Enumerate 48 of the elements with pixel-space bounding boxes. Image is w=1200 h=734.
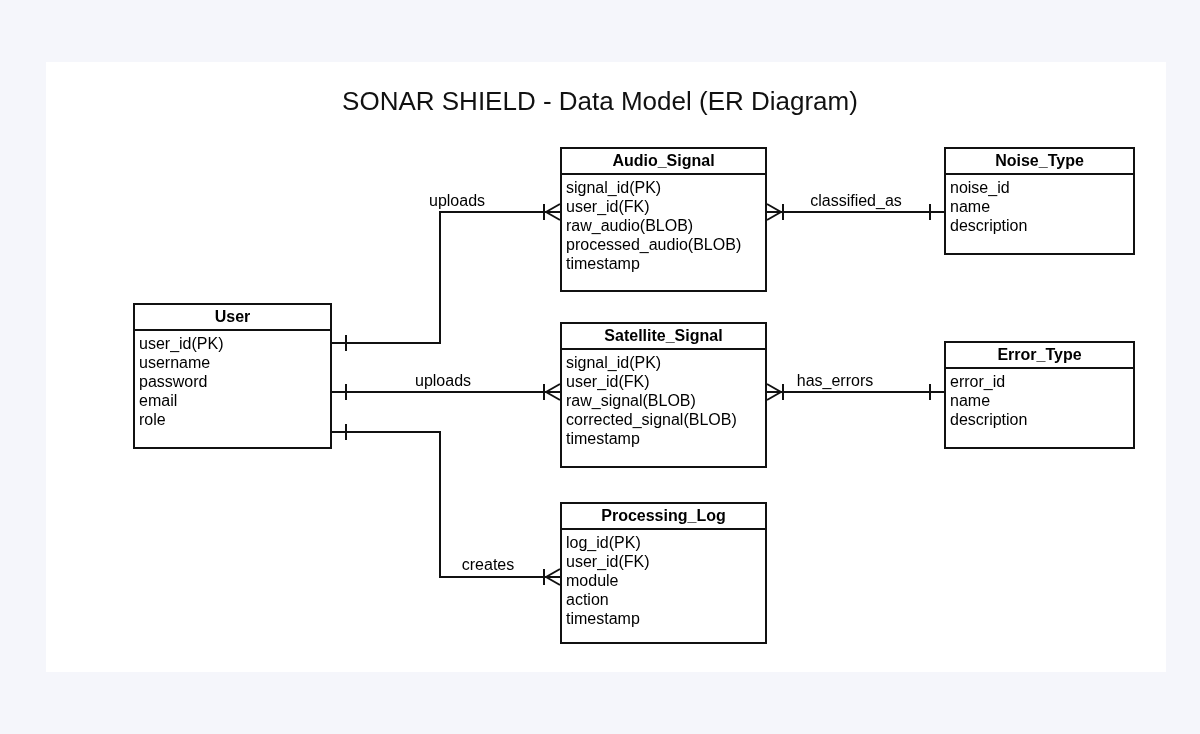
attribute-field: description	[946, 410, 1133, 429]
attribute-field: user_id(PK)	[135, 334, 330, 353]
attribute-field: name	[946, 197, 1133, 216]
attribute-field: password	[135, 372, 330, 391]
attribute-field: corrected_signal(BLOB)	[562, 410, 765, 429]
relationship-line	[766, 203, 945, 221]
attribute-field: noise_id	[946, 178, 1133, 197]
diagram-title: SONAR SHIELD - Data Model (ER Diagram)	[341, 86, 859, 117]
attribute-field: raw_signal(BLOB)	[562, 391, 765, 410]
relationship-line	[331, 203, 561, 352]
entity-table	[560, 147, 767, 292]
attribute-field: raw_audio(BLOB)	[562, 216, 765, 235]
relationship-line	[331, 423, 561, 586]
edge-label: classified_as	[808, 192, 904, 210]
entity-table	[560, 322, 767, 468]
entity-name: Satellite_Signal	[562, 324, 765, 350]
entity-table	[944, 147, 1135, 255]
entity-table	[133, 303, 332, 449]
edge-label: uploads	[427, 192, 487, 210]
entity-name: Processing_Log	[562, 504, 765, 530]
attribute-field: user_id(FK)	[562, 372, 765, 391]
relationship-line	[766, 383, 945, 401]
attribute-field: timestamp	[562, 609, 765, 628]
relationship-line	[331, 383, 561, 401]
edge-label: uploads	[413, 372, 473, 390]
attribute-field: error_id	[946, 372, 1133, 391]
entity-name: Noise_Type	[946, 149, 1133, 175]
edge-label: has_errors	[794, 372, 876, 390]
attribute-field: email	[135, 391, 330, 410]
attribute-field: timestamp	[562, 429, 765, 448]
attribute-field: role	[135, 410, 330, 429]
attribute-field: user_id(FK)	[562, 552, 765, 571]
entity-name: User	[135, 305, 330, 331]
entity-table	[944, 341, 1135, 449]
attribute-field: signal_id(PK)	[562, 353, 765, 372]
entity-name: Error_Type	[946, 343, 1133, 369]
attribute-field: username	[135, 353, 330, 372]
attribute-field: action	[562, 590, 765, 609]
attribute-field: timestamp	[562, 254, 765, 273]
entity-table	[560, 502, 767, 644]
entity-name: Audio_Signal	[562, 149, 765, 175]
attribute-field: signal_id(PK)	[562, 178, 765, 197]
attribute-field: name	[946, 391, 1133, 410]
attribute-field: module	[562, 571, 765, 590]
attribute-field: log_id(PK)	[562, 533, 765, 552]
attribute-field: processed_audio(BLOB)	[562, 235, 765, 254]
attribute-field: description	[946, 216, 1133, 235]
attribute-field: user_id(FK)	[562, 197, 765, 216]
